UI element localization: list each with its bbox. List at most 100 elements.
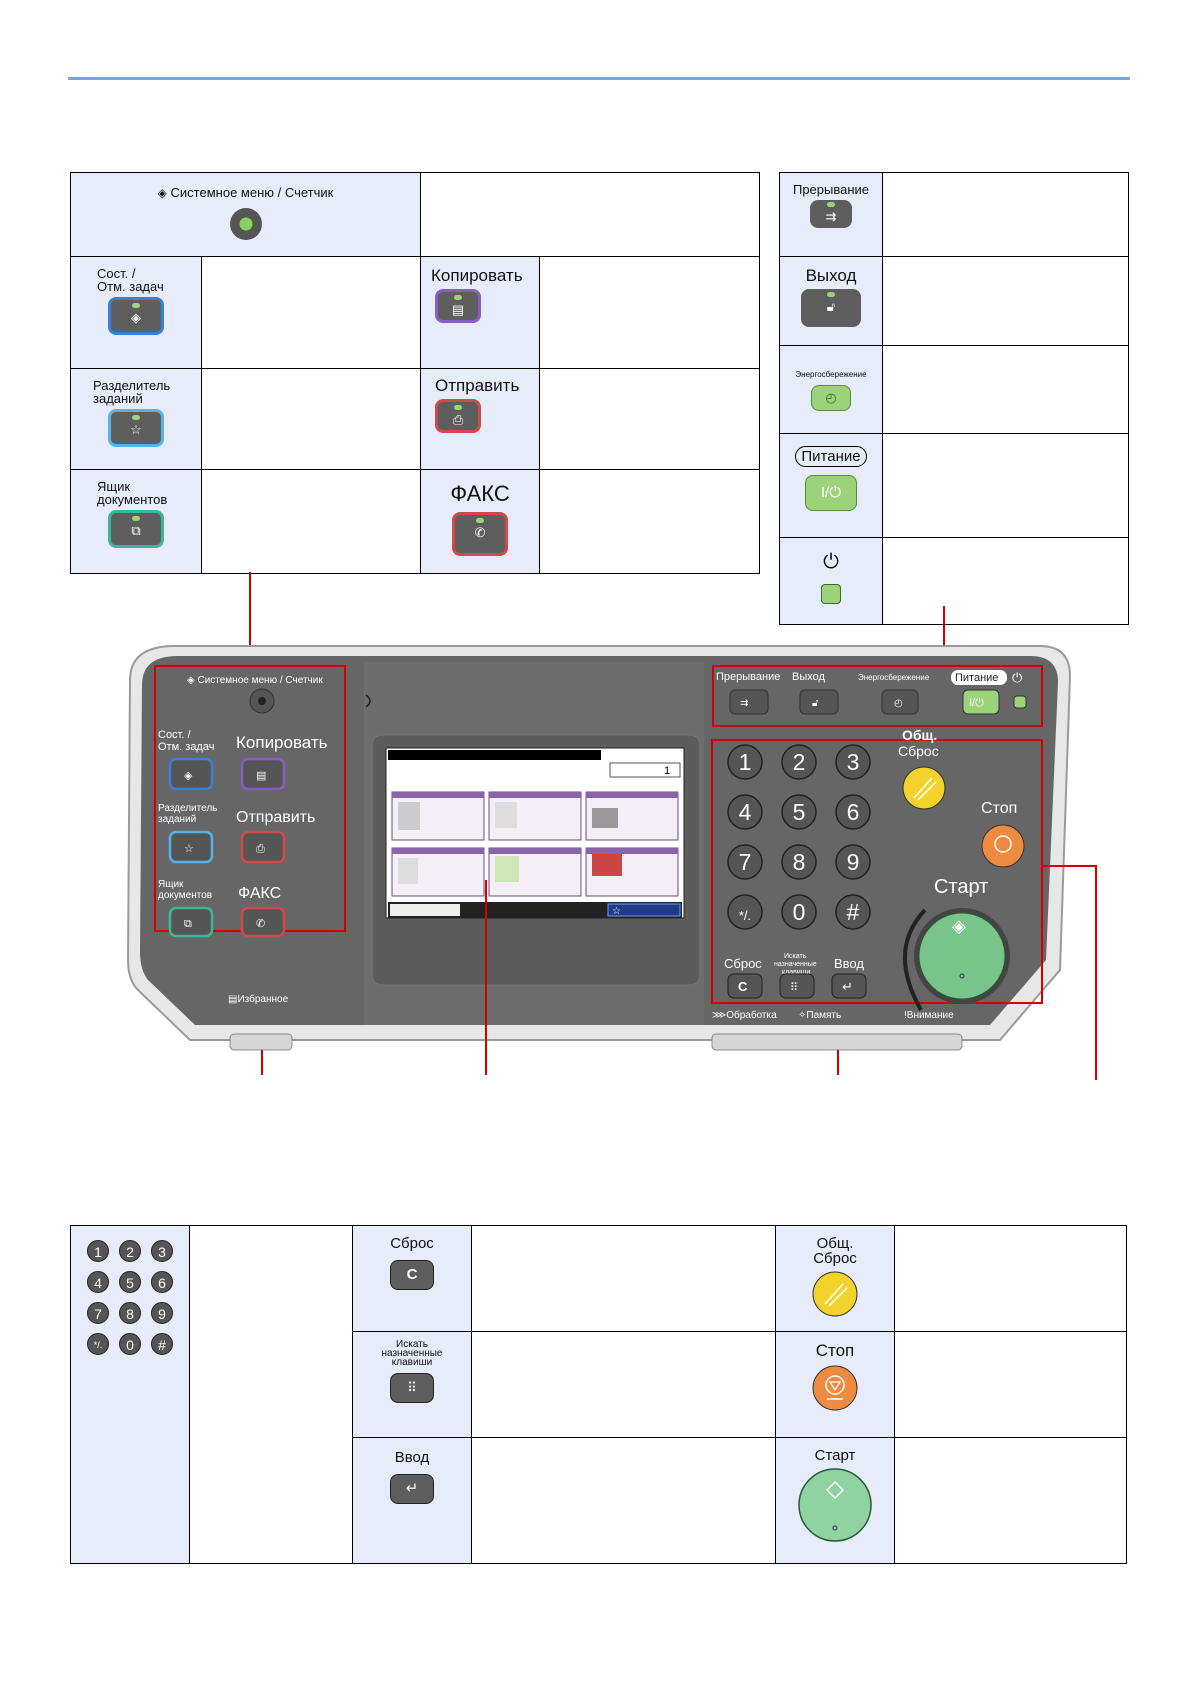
panel-search-button[interactable] [779, 973, 815, 999]
power-desc [882, 433, 1129, 538]
interrupt-label: Прерывание [792, 182, 870, 197]
reset-label: Общ. Сброс [813, 1235, 857, 1267]
enter-arrow-icon: ↵ [405, 1480, 419, 1497]
copy-button[interactable]: ▤ [435, 289, 482, 323]
panel-key-8[interactable] [781, 844, 817, 880]
panel-start-arc [902, 908, 927, 1011]
callout-box-top-right [712, 665, 1043, 727]
panel-power-button[interactable] [962, 689, 1000, 715]
panel-power-label: Питание [955, 672, 998, 684]
panel-separator-button[interactable] [168, 830, 214, 864]
logout-cell: Выход 🔓︎ [779, 256, 883, 346]
status-indicator-strip [711, 1033, 963, 1051]
screen-star-icon: ☆ [612, 906, 621, 917]
panel-energy-button[interactable] [881, 689, 919, 715]
screen-menu-button[interactable] [390, 904, 460, 916]
panel-key-11[interactable] [781, 894, 817, 930]
panel-status-button[interactable] [168, 757, 214, 791]
panel-logout-button[interactable] [799, 689, 839, 715]
keypad-key-1[interactable]: 1 [87, 1240, 109, 1262]
reset-desc [894, 1225, 1127, 1332]
interrupt-icon: ⇉ [825, 209, 837, 224]
panel-key-1[interactable] [727, 744, 763, 780]
panel-clear-button[interactable] [727, 973, 763, 999]
send-button[interactable]: ⎙ [435, 399, 482, 433]
keypad-desc [189, 1225, 353, 1564]
panel-reset-label-1: Общ. [902, 727, 937, 743]
panel-stop-button[interactable] [981, 824, 1025, 868]
panel-key-4[interactable] [727, 794, 763, 830]
fax-button[interactable]: ✆ [452, 512, 509, 556]
power-icon: I/⏻ [820, 484, 842, 501]
panel-fax-button[interactable] [240, 906, 286, 938]
status-diamond-icon: ◈ [131, 310, 141, 325]
start-button[interactable] [796, 1466, 874, 1544]
screen-favorite-button[interactable] [607, 903, 681, 917]
svg-text:I/⏻: I/⏻ [969, 697, 984, 709]
diamond-icon: ◈ [157, 186, 167, 200]
panel-key-2[interactable] [781, 744, 817, 780]
keypad-key-3[interactable]: 3 [151, 1240, 173, 1262]
docbox-desc [200, 469, 422, 574]
keypad-key-5[interactable]: 5 [119, 1271, 141, 1293]
logout-button[interactable]: 🔓︎ [801, 289, 861, 327]
panel-interrupt-label: Прерывание [716, 671, 780, 683]
panel-start-button[interactable] [918, 912, 1006, 1000]
screen-tiles [391, 791, 679, 897]
energy-label: Энергосбережение [795, 370, 867, 379]
interrupt-button[interactable]: ⇉ [810, 200, 852, 228]
clear-button[interactable]: C [390, 1260, 434, 1290]
panel-key-6[interactable] [835, 794, 871, 830]
favorites-indicator-strip [229, 1033, 293, 1051]
panel-clear-label: Сброс [724, 956, 762, 971]
control-panel: 1 ☆ ◈ Системное меню / Счетчик Сост. / О… [126, 572, 1097, 1080]
panel-key-9[interactable] [835, 844, 871, 880]
system-menu-cell: ◈ Системное меню / Счетчик [69, 172, 422, 257]
panel-interrupt-button[interactable] [729, 689, 769, 715]
panel-send-button[interactable] [240, 830, 286, 864]
panel-key-5[interactable] [781, 794, 817, 830]
svg-text:◈: ◈ [952, 916, 966, 936]
separator-label: Разделитель заданий [93, 378, 171, 406]
fax-cell: ФАКС ✆ [420, 469, 541, 574]
panel-docbox-button[interactable] [168, 906, 214, 938]
reset-button[interactable] [811, 1270, 859, 1318]
status-button[interactable]: ◈ [108, 297, 164, 335]
svg-text:☆: ☆ [184, 843, 194, 855]
stop-cell: Стоп [775, 1331, 895, 1438]
copy-desc [539, 256, 761, 369]
fax-icon: ✆ [474, 525, 486, 540]
keypad-key-2[interactable]: 2 [119, 1240, 141, 1262]
panel-send-label: Отправить [236, 809, 315, 826]
keypad-key-6[interactable]: 6 [151, 1271, 173, 1293]
enter-button[interactable]: ↵ [390, 1474, 434, 1504]
power-button[interactable]: I/⏻ [805, 475, 857, 511]
keypad-key-4[interactable]: 4 [87, 1271, 109, 1293]
panel-key-7[interactable] [727, 844, 763, 880]
keypad-key-9[interactable]: 9 [151, 1302, 173, 1324]
energy-button[interactable]: ◴ [811, 385, 851, 411]
separator-desc [200, 368, 422, 470]
separator-button[interactable]: ☆ [108, 409, 164, 447]
stop-button[interactable] [811, 1364, 859, 1412]
panel-enter-button[interactable] [831, 973, 867, 999]
panel-key-12[interactable] [835, 894, 871, 930]
panel-copy-button[interactable] [240, 757, 286, 791]
svg-text:▤: ▤ [256, 770, 266, 782]
panel-key-10[interactable] [727, 894, 763, 930]
panel-key-label: 8 [793, 849, 806, 875]
keypad-key-11[interactable]: 0 [119, 1333, 141, 1355]
docbox-button[interactable]: ⧉ [108, 510, 164, 548]
keypad-key-12[interactable]: # [151, 1333, 173, 1355]
keypad-key-10[interactable]: */. [87, 1333, 109, 1355]
keypad-key-8[interactable]: 8 [119, 1302, 141, 1324]
stop-desc [894, 1331, 1127, 1438]
search-button[interactable]: ⠿ [390, 1373, 434, 1403]
energy-cell: Энергосбережение ◴ [779, 345, 883, 434]
panel-key-3[interactable] [835, 744, 871, 780]
keypad-key-7[interactable]: 7 [87, 1302, 109, 1324]
svg-text:◈: ◈ [184, 770, 193, 782]
system-menu-button[interactable] [228, 206, 264, 242]
